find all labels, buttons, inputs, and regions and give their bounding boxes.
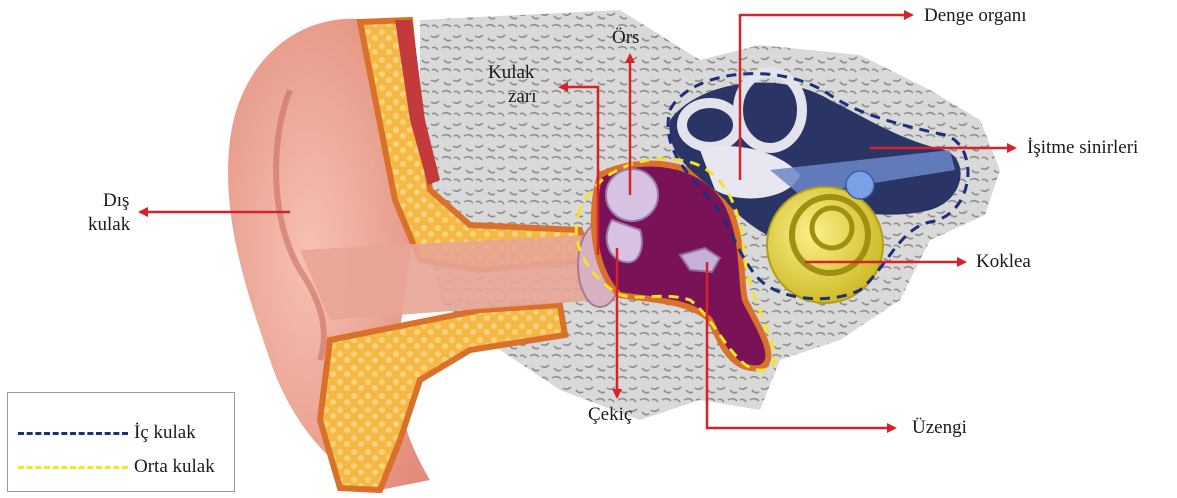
label-ors: Örs: [612, 27, 639, 49]
legend-row-middle-ear: Orta kulak: [18, 455, 215, 479]
incus-ossicle: [606, 169, 658, 221]
legend-swatch-inner-ear: [18, 432, 128, 435]
label-kulak-zari-line2: zarı: [508, 86, 536, 108]
label-dis-kulak-line1: Dış: [103, 190, 129, 212]
legend-label-inner-ear: İç kulak: [134, 422, 196, 444]
legend-label-middle-ear: Orta kulak: [134, 456, 215, 478]
cochlear-nerve-bundle: [846, 171, 874, 199]
label-kulak-zari-line1: Kulak: [488, 62, 534, 84]
label-dis-kulak-line2: kulak: [88, 214, 130, 236]
cartilage-layer-lower: [320, 305, 565, 490]
label-cekic: Çekiç: [588, 404, 632, 426]
label-koklea: Koklea: [976, 251, 1031, 273]
label-isitme-sinirleri: İşitme sinirleri: [1027, 137, 1138, 159]
legend-swatch-middle-ear: [18, 466, 128, 469]
legend: İç kulak Orta kulak: [7, 392, 235, 492]
legend-row-inner-ear: İç kulak: [18, 421, 196, 445]
label-uzengi: Üzengi: [912, 417, 967, 439]
label-denge-organi: Denge organı: [924, 5, 1027, 27]
